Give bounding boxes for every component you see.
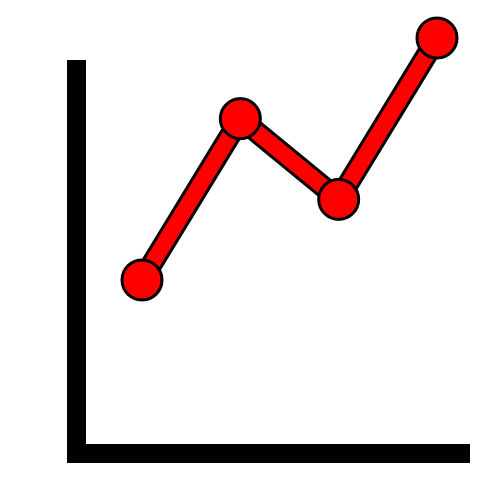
- data-point-marker-2: [218, 97, 262, 141]
- data-point-marker-1: [120, 258, 164, 302]
- axes: [67, 60, 470, 463]
- data-point-marker-4: [415, 16, 459, 60]
- y-axis-bar: [67, 60, 86, 463]
- series-layer: [120, 16, 459, 302]
- x-axis-bar: [67, 444, 470, 463]
- series-line: [135, 33, 444, 285]
- data-point-marker-3: [317, 177, 361, 221]
